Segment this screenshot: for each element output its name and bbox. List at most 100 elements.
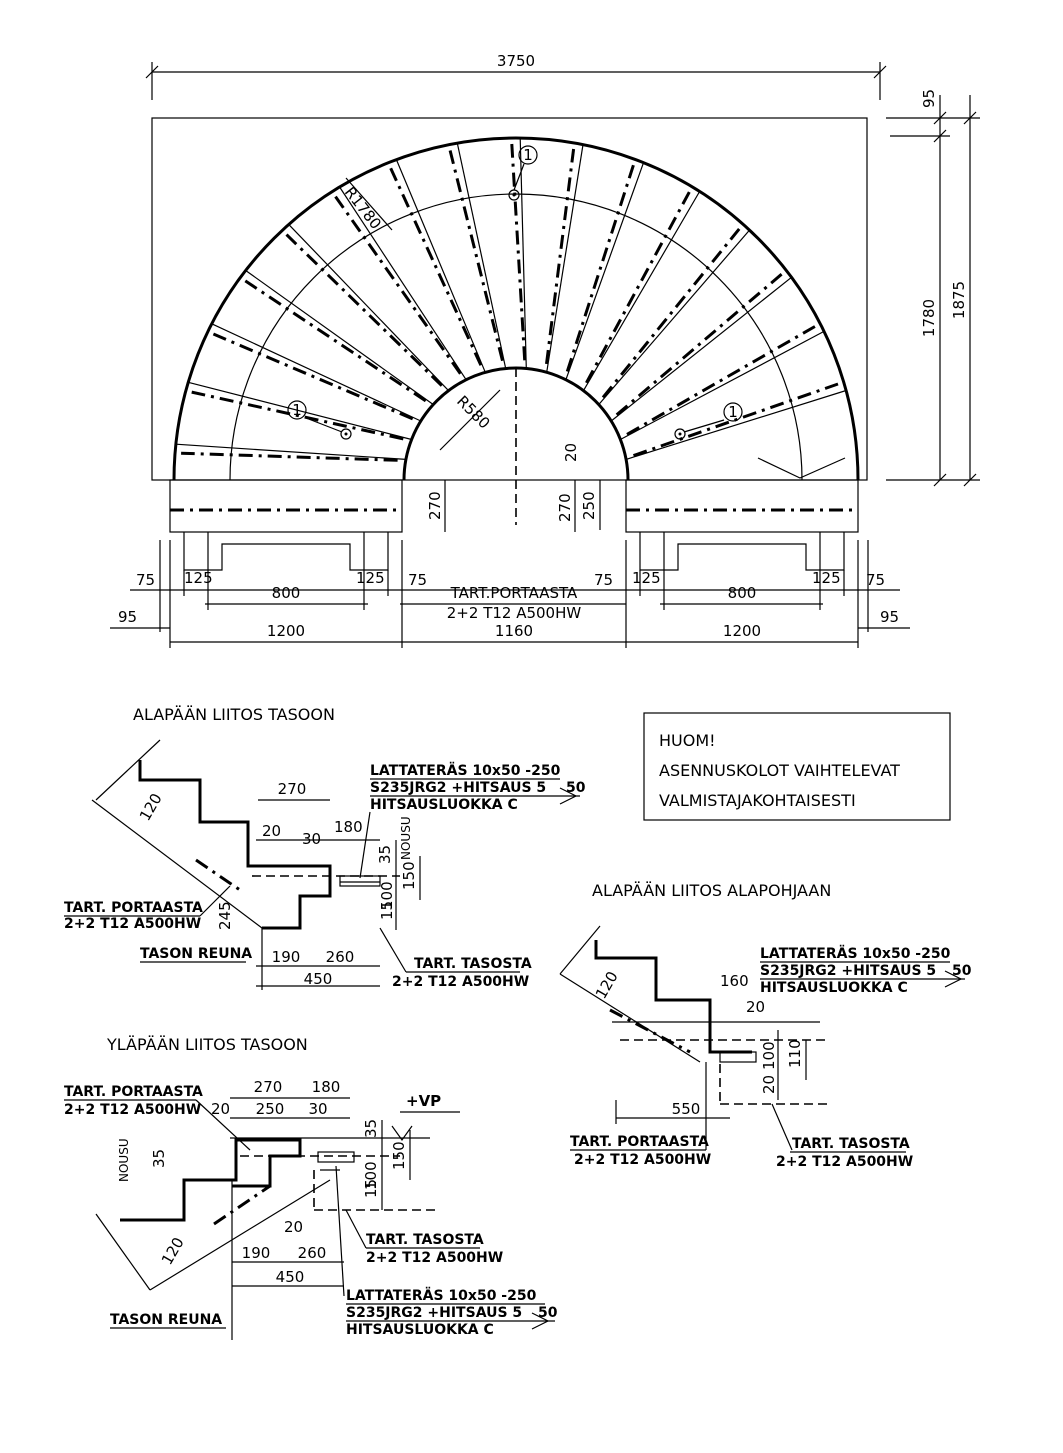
svg-text:270: 270 <box>254 1078 283 1096</box>
plan-rebar-spec: 2+2 T12 A500HW <box>447 604 582 622</box>
svg-text:50: 50 <box>952 963 972 979</box>
svg-text:1: 1 <box>728 403 738 421</box>
marker-left: 1 <box>287 400 352 440</box>
svg-text:100: 100 <box>362 1161 380 1190</box>
svg-text:50: 50 <box>566 780 586 796</box>
svg-text:190: 190 <box>272 948 301 966</box>
tread-nosing <box>334 195 462 375</box>
tread-nosing <box>615 273 783 416</box>
svg-text:20: 20 <box>284 1218 303 1236</box>
tread-edge <box>519 137 527 369</box>
svg-text:125: 125 <box>812 569 841 587</box>
svg-text:270: 270 <box>278 780 307 798</box>
svg-text:2+2 T12 A500HW: 2+2 T12 A500HW <box>64 916 201 932</box>
svg-text:450: 450 <box>304 970 333 988</box>
tread-nosing <box>181 451 398 462</box>
radius-outer-label: R1780 <box>341 183 385 232</box>
svg-text:2+2 T12 A500HW: 2+2 T12 A500HW <box>366 1250 503 1266</box>
svg-text:100: 100 <box>378 881 396 910</box>
svg-text:LATTATERÄS 10x50 -250: LATTATERÄS 10x50 -250 <box>760 945 951 962</box>
svg-text:150: 150 <box>400 861 418 890</box>
tread-lines <box>175 137 847 462</box>
note-box: HUOM! ASENNUSKOLOT VAIHTELEVAT VALMISTAJ… <box>643 712 951 821</box>
tread-edge <box>456 142 507 369</box>
svg-text:TASON REUNA: TASON REUNA <box>110 1312 222 1328</box>
svg-text:NOUSU: NOUSU <box>117 1138 131 1182</box>
svg-text:125: 125 <box>356 569 385 587</box>
svg-text:1200: 1200 <box>723 622 761 640</box>
svg-text:TASON REUNA: TASON REUNA <box>140 946 252 962</box>
svg-text:HITSAUSLUOKKA C: HITSAUSLUOKKA C <box>760 980 908 996</box>
svg-text:75: 75 <box>408 571 427 589</box>
tread-nosing <box>244 279 427 403</box>
svg-text:2+2 T12 A500HW: 2+2 T12 A500HW <box>392 974 529 990</box>
dim-left-offset: 95 <box>118 608 137 626</box>
note-line-3: VALMISTAJAKOHTAISESTI <box>659 791 856 810</box>
dim-height-total: 1875 <box>950 281 968 319</box>
tread-nosing <box>448 150 504 362</box>
svg-text:20: 20 <box>262 822 281 840</box>
svg-text:120: 120 <box>136 790 166 824</box>
svg-text:190: 190 <box>242 1244 271 1262</box>
tread-nosing <box>545 148 576 365</box>
svg-text:180: 180 <box>334 818 363 836</box>
svg-text:2+2 T12 A500HW: 2+2 T12 A500HW <box>574 1152 711 1168</box>
svg-text:35: 35 <box>362 1119 380 1138</box>
svg-text:1: 1 <box>523 146 533 164</box>
right-flight-section <box>625 479 859 571</box>
svg-text:120: 120 <box>158 1234 188 1268</box>
svg-text:TART. PORTAASTA: TART. PORTAASTA <box>64 1084 203 1100</box>
svg-text:35: 35 <box>150 1149 168 1168</box>
svg-text:50: 50 <box>538 1305 558 1321</box>
detail-bottom-to-base: ALAPÄÄN LIITOS ALAPOHJAAN LATTATERÄS 10x… <box>559 881 972 1170</box>
tread-edge <box>245 270 434 405</box>
tread-nosing <box>565 164 635 372</box>
svg-text:250: 250 <box>256 1100 285 1118</box>
svg-text:LATTATERÄS 10x50 -250: LATTATERÄS 10x50 -250 <box>346 1287 537 1304</box>
tread-edge <box>288 223 449 392</box>
detail-c-title: YLÄPÄÄN LIITOS TASOON <box>106 1035 308 1054</box>
svg-text:NOUSU: NOUSU <box>399 816 413 860</box>
svg-text:1: 1 <box>292 401 302 419</box>
tread-edge <box>546 144 584 373</box>
stair-plan-view: 3750 R1780 R580 1 1 1 <box>110 52 980 648</box>
svg-text:75: 75 <box>594 571 613 589</box>
svg-text:2+2 T12 A500HW: 2+2 T12 A500HW <box>64 1102 201 1118</box>
svg-text:30: 30 <box>302 830 321 848</box>
svg-text:20: 20 <box>746 998 765 1016</box>
svg-text:550: 550 <box>672 1100 701 1118</box>
svg-text:450: 450 <box>276 1268 305 1286</box>
svg-text:+VP: +VP <box>406 1092 441 1110</box>
dim-top-offset: 95 <box>920 89 938 108</box>
outer-arc <box>172 136 860 481</box>
svg-text:TART. PORTAASTA: TART. PORTAASTA <box>64 900 203 916</box>
svg-text:110: 110 <box>786 1039 804 1068</box>
svg-text:35: 35 <box>376 845 394 864</box>
svg-text:TART. TASOSTA: TART. TASOSTA <box>366 1232 484 1248</box>
dim-rise-20: 20 <box>562 443 580 462</box>
svg-text:HITSAUSLUOKKA C: HITSAUSLUOKKA C <box>370 797 518 813</box>
svg-text:30: 30 <box>308 1100 327 1118</box>
tread-edge <box>610 276 792 422</box>
tread-nosing <box>191 390 404 441</box>
svg-text:TART. TASOSTA: TART. TASOSTA <box>414 956 532 972</box>
tread-edge <box>565 162 645 380</box>
svg-text:LATTATERÄS 10x50 -250: LATTATERÄS 10x50 -250 <box>370 762 561 779</box>
tread-edge <box>598 229 750 405</box>
svg-text:180: 180 <box>312 1078 341 1096</box>
tread-nosing <box>626 325 816 436</box>
dim-rise-270-a: 270 <box>426 491 444 520</box>
dim-total-width: 3750 <box>497 52 535 70</box>
marker-top: 1 <box>508 145 538 201</box>
svg-text:125: 125 <box>632 569 661 587</box>
svg-text:260: 260 <box>326 948 355 966</box>
marker-right: 1 <box>674 402 743 440</box>
svg-text:HITSAUSLUOKKA C: HITSAUSLUOKKA C <box>346 1322 494 1338</box>
svg-text:75: 75 <box>136 571 155 589</box>
tread-edge <box>211 323 422 422</box>
dim-right-offset: 95 <box>880 608 899 626</box>
tread-nosing <box>510 143 527 361</box>
svg-text:800: 800 <box>728 584 757 602</box>
dim-rise-270-b: 270 <box>556 493 574 522</box>
svg-text:1200: 1200 <box>267 622 305 640</box>
